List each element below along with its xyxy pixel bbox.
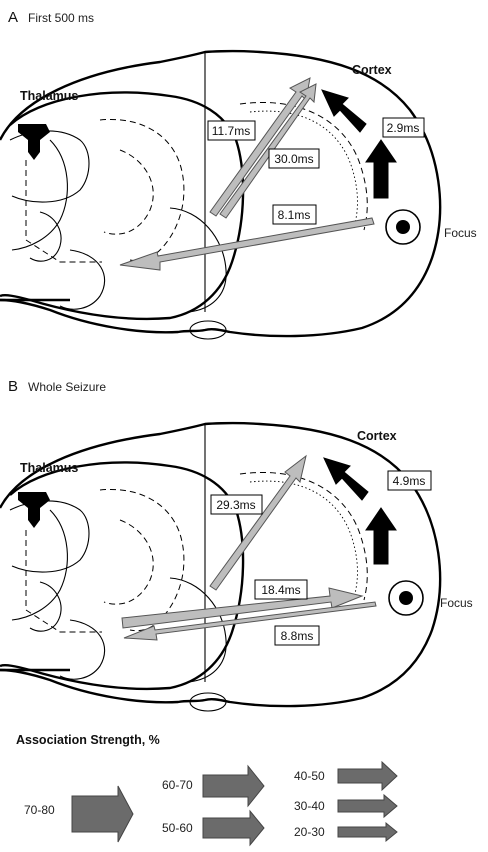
legend-arrow-60-70 [202, 764, 265, 808]
gray-arrow-3-b [123, 601, 377, 641]
legend-label-60-70: 60-70 [162, 778, 193, 792]
gray-arrow-2-b [121, 587, 364, 629]
focus-label-a: Focus [444, 226, 477, 240]
cortex-arc-1-b [239, 472, 368, 601]
cortex-arc-2-b [249, 480, 358, 599]
latency-3-a: 8.1ms [278, 208, 311, 222]
focus-dot-b [399, 591, 413, 605]
gray-arrow-3-a [119, 217, 375, 271]
nucleus-4-a [103, 149, 154, 235]
nucleus-3-a [99, 118, 185, 262]
brain-outline-a [0, 49, 442, 338]
panel-b-brain-outline [0, 421, 442, 712]
gray-arrow-1-b [209, 454, 307, 591]
optic-oval-a [189, 320, 227, 340]
black-arrow-2-b [323, 457, 369, 501]
legend: Association Strength, % 70-80 60-70 50-6… [16, 733, 398, 847]
legend-arrow-20-30 [337, 821, 398, 843]
ventricle-a [18, 124, 50, 160]
nucleus-7-a [29, 211, 62, 262]
black-arrow-1-b [365, 507, 397, 565]
optic-oval-b [189, 692, 227, 712]
latency-box-2-b [254, 579, 308, 600]
thalamus-label-a: Thalamus [20, 89, 78, 103]
cortex-label-b: Cortex [357, 429, 397, 443]
latency-2-b: 18.4ms [261, 583, 300, 597]
panel-b: B Whole Seizure Thalamus Cortex Focus [0, 378, 473, 712]
nucleus-2-a [11, 139, 68, 251]
cortex-label-a: Cortex [352, 63, 392, 77]
latency-2-a: 30.0ms [274, 152, 313, 166]
cortex-arc-1-a [239, 102, 368, 231]
latency-box-4-b [387, 470, 432, 491]
gray-arrow-1-a [209, 77, 311, 217]
black-arrow-2-a [321, 89, 367, 133]
latency-3-b: 8.8ms [281, 629, 314, 643]
legend-label-30-40: 30-40 [294, 799, 325, 813]
legend-arrow-50-60 [202, 809, 265, 847]
latency-box-3-b [274, 625, 320, 646]
thalamus-outline-a [0, 91, 245, 321]
latency-1-a: 11.7ms [212, 124, 250, 138]
latency-box-3-a [272, 204, 317, 225]
latency-4-b: 4.9ms [393, 474, 426, 488]
nucleus-2-b [11, 509, 68, 621]
legend-label-50-60: 50-60 [162, 821, 193, 835]
panel-b-title: Whole Seizure [28, 380, 106, 394]
legend-arrow-30-40 [337, 793, 398, 819]
latency-1-b: 29.3ms [216, 498, 255, 512]
nucleus-5-a [169, 207, 227, 313]
nucleus-6-b [25, 530, 102, 633]
latency-box-1-b [210, 494, 263, 515]
nucleus-6-a [25, 160, 102, 263]
nucleus-1-b [9, 500, 90, 573]
legend-title: Association Strength, % [16, 733, 160, 747]
nucleus-8-a [59, 249, 106, 310]
panel-a-title: First 500 ms [28, 11, 94, 25]
nucleus-8-b [59, 619, 106, 680]
gray-arrow-2-a [219, 83, 317, 219]
legend-label-70-80: 70-80 [24, 803, 55, 817]
nucleus-7-b [29, 581, 62, 632]
nucleus-4-b [103, 519, 154, 605]
latency-box-1-a [207, 120, 256, 141]
focus-dot-a [396, 220, 410, 234]
legend-label-40-50: 40-50 [294, 769, 325, 783]
nucleus-3-b [99, 488, 185, 632]
nucleus-1-a [9, 130, 90, 203]
latency-4-a: 2.9ms [387, 121, 420, 135]
black-arrow-1-a [365, 139, 397, 199]
focus-label-b: Focus [440, 596, 473, 610]
latency-box-4-a [382, 117, 425, 138]
brain-outline-b [0, 421, 442, 708]
legend-arrow-40-50 [337, 760, 398, 792]
cortex-arc-2-a [249, 110, 358, 229]
latency-box-2-a [268, 148, 320, 169]
legend-label-20-30: 20-30 [294, 825, 325, 839]
panel-a-letter: A [8, 9, 18, 26]
ventricle-b [18, 492, 50, 528]
panel-b-letter: B [8, 378, 18, 395]
legend-arrow-70-80 [71, 785, 134, 843]
panel-a: A First 500 ms Thalamus Corte [0, 9, 477, 340]
nucleus-5-b [169, 577, 227, 683]
thalamus-label-b: Thalamus [20, 461, 78, 475]
